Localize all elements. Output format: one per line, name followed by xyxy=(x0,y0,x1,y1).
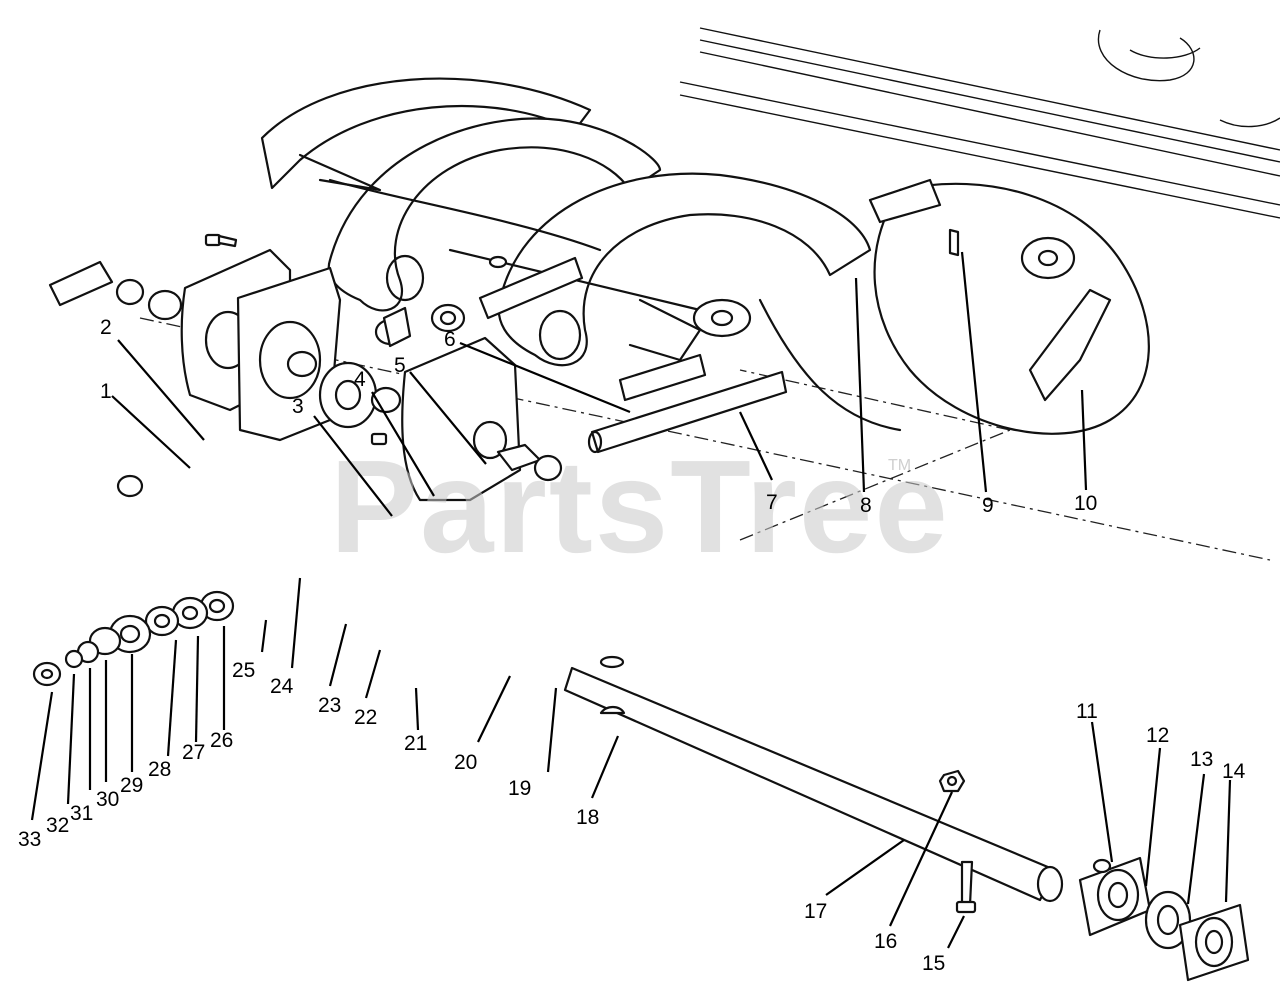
callout-13: 13 xyxy=(1190,748,1213,771)
callout-9: 9 xyxy=(982,494,994,517)
bearing-group-right xyxy=(1078,856,1250,982)
callout-11: 11 xyxy=(1076,700,1098,723)
leader-lines xyxy=(30,251,1232,949)
callout-4: 4 xyxy=(354,368,366,391)
callout-22: 22 xyxy=(354,706,377,729)
callout-12: 12 xyxy=(1146,724,1169,747)
callout-32: 32 xyxy=(46,814,69,837)
callout-19: 19 xyxy=(508,777,531,800)
callout-16: 16 xyxy=(874,930,897,953)
callout-26: 26 xyxy=(210,729,233,752)
callout-29: 29 xyxy=(120,774,143,797)
callout-14: 14 xyxy=(1222,760,1246,783)
callout-15: 15 xyxy=(922,952,945,975)
watermark-text: PartsTree xyxy=(330,433,950,580)
callout-21: 21 xyxy=(404,732,427,755)
shaft-parts-top xyxy=(374,255,584,348)
callout-5: 5 xyxy=(394,354,406,377)
callouts: 1 2 3 4 5 6 7 8 9 10 11 12 13 14 15 16 1… xyxy=(18,316,1246,975)
bolt-15 xyxy=(955,860,977,914)
watermark-trademark: TM xyxy=(888,457,911,474)
callout-23: 23 xyxy=(318,694,341,717)
gearbox-assembly xyxy=(48,248,563,502)
callout-20: 20 xyxy=(454,751,477,774)
callout-18: 18 xyxy=(576,806,599,829)
callout-31: 31 xyxy=(70,802,93,825)
callout-3: 3 xyxy=(292,395,304,418)
watermark: PartsTree TM xyxy=(330,433,950,580)
callout-10: 10 xyxy=(1074,492,1097,515)
callout-7: 7 xyxy=(766,491,778,514)
callout-6: 6 xyxy=(444,328,456,351)
housing-outline xyxy=(679,27,1280,219)
callout-2: 2 xyxy=(100,316,112,339)
impeller xyxy=(868,178,1150,435)
callout-33: 33 xyxy=(18,828,41,851)
bearing-stack-left xyxy=(32,590,235,687)
callout-27: 27 xyxy=(182,741,205,764)
callout-30: 30 xyxy=(96,788,119,811)
callout-1: 1 xyxy=(100,380,112,403)
shaft-7 xyxy=(587,370,788,454)
callout-8: 8 xyxy=(860,494,872,517)
callout-24: 24 xyxy=(270,675,294,698)
callout-25: 25 xyxy=(232,659,255,682)
nut-16 xyxy=(938,769,966,793)
auger-assembly xyxy=(260,77,902,432)
bolt-2 xyxy=(204,233,238,248)
drive-shaft-17 xyxy=(563,655,1064,903)
callout-17: 17 xyxy=(804,900,827,923)
callout-28: 28 xyxy=(148,758,171,781)
